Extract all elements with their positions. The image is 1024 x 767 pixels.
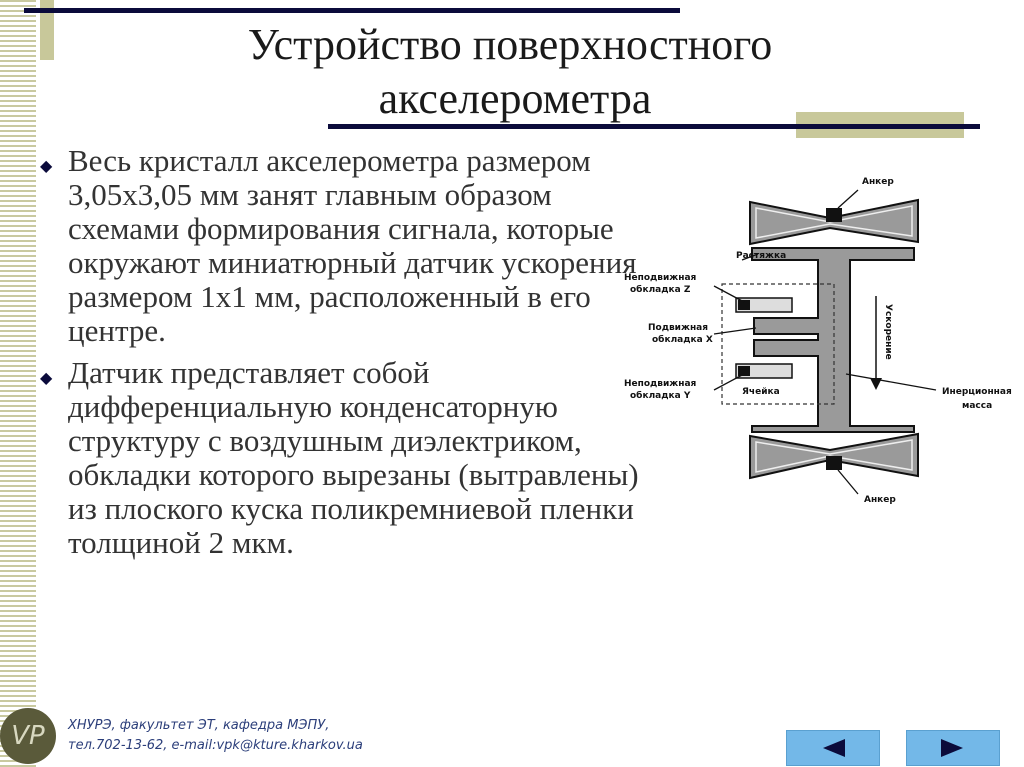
- title-line-2: акселерометра: [378, 74, 652, 123]
- label-inertial-mass: Инерционная: [942, 387, 1012, 397]
- label-tension: Растяжка: [736, 251, 786, 261]
- svg-text:масса: масса: [962, 401, 992, 411]
- logo-text: VP: [11, 721, 45, 751]
- title-line-1: Устройство поверхностного: [247, 20, 773, 69]
- decor-line-title: [328, 124, 980, 129]
- svg-text:обкладка X: обкладка X: [652, 334, 713, 345]
- university-logo: VP: [0, 708, 56, 764]
- label-fixed-plate-z: Неподвижная: [624, 273, 697, 283]
- label-movable-plate-x: Подвижная: [648, 323, 708, 333]
- anchor-bottom-block: [826, 456, 842, 470]
- decor-block-top: [40, 0, 54, 60]
- slide-content: ◆ Весь кристалл акселерометра размером 3…: [40, 144, 640, 568]
- slide-title: Устройство поверхностного акселерометра: [160, 18, 860, 126]
- bullet-item: ◆ Весь кристалл акселерометра размером 3…: [40, 144, 640, 348]
- label-cell: Ячейка: [742, 387, 780, 397]
- bullet-item: ◆ Датчик представляет собой дифференциал…: [40, 356, 668, 560]
- footer-line-2: тел.702-13-62, e-mail:vpk@kture.kharkov.…: [68, 738, 363, 753]
- label-anchor-bottom: Анкер: [864, 495, 896, 505]
- diamond-bullet-icon: ◆: [40, 370, 53, 387]
- prev-slide-button[interactable]: [786, 730, 880, 766]
- cell-region: [721, 283, 835, 405]
- footer-text: ХНУРЭ, факультет ЭТ, кафедра МЭПУ, тел.7…: [68, 716, 363, 756]
- svg-text:обкладка Z: обкладка Z: [630, 284, 691, 295]
- triangle-left-icon: [823, 739, 845, 757]
- label-acceleration: Ускорение: [883, 304, 893, 360]
- svg-text:обкладка Y: обкладка Y: [630, 390, 691, 401]
- inertial-mass-body: [751, 247, 915, 433]
- label-fixed-plate-y: Неподвижная: [624, 379, 697, 389]
- triangle-right-icon: [941, 739, 963, 757]
- decor-line-top: [24, 8, 680, 13]
- bullet-text: Датчик представляет собой дифференциальн…: [68, 355, 639, 560]
- accelerometer-diagram: Анкер Растяжка Неподвижная обкладка Z По…: [624, 177, 1012, 505]
- bullet-text: Весь кристалл акселерометра размером 3,0…: [68, 143, 637, 348]
- diamond-bullet-icon: ◆: [40, 158, 53, 175]
- label-anchor-top: Анкер: [862, 177, 894, 187]
- anchor-top-block: [826, 208, 842, 222]
- next-slide-button[interactable]: [906, 730, 1000, 766]
- decorative-stripes: [0, 0, 36, 767]
- footer-line-1: ХНУРЭ, факультет ЭТ, кафедра МЭПУ,: [68, 718, 330, 733]
